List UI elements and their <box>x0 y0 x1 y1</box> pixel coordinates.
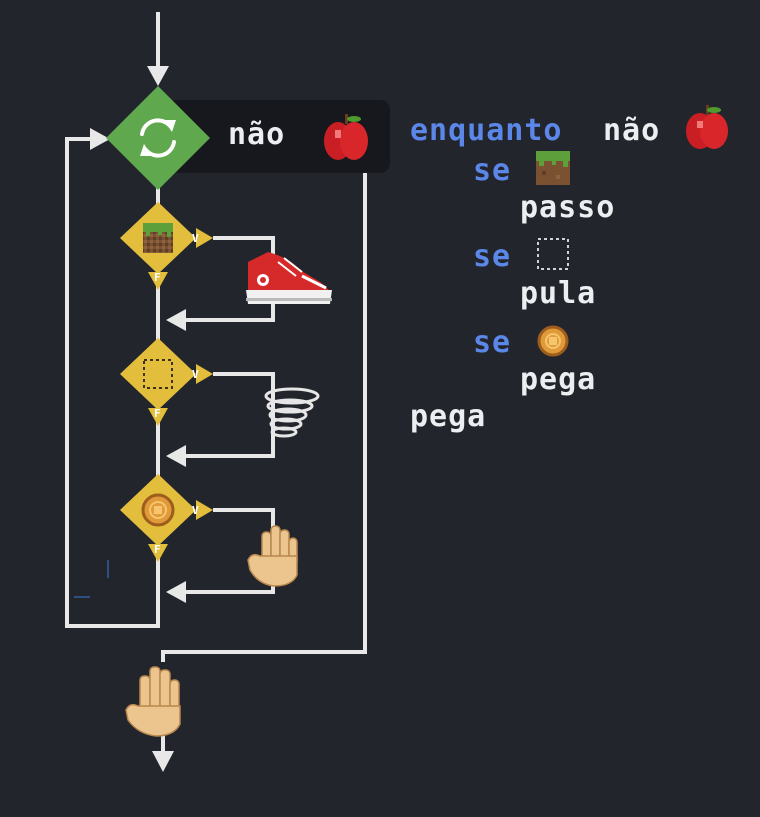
decision-diamond-grass[interactable] <box>120 202 213 290</box>
loop-condition-label: não <box>228 117 286 152</box>
coin-icon <box>537 325 569 357</box>
if3-return-arrowhead <box>166 581 186 603</box>
hand-icon <box>247 525 298 587</box>
code-action-jump: pula <box>520 276 597 311</box>
code-if-keyword: se <box>473 239 512 274</box>
loop-back-line <box>65 137 160 628</box>
hand-icon <box>125 666 181 737</box>
false-branch-label: F <box>154 407 161 420</box>
code-if-keyword: se <box>473 325 512 360</box>
loop-exit-line <box>161 170 367 662</box>
code-while-condition: não <box>603 113 661 148</box>
decision-diamond-coin[interactable] <box>120 474 213 562</box>
false-branch-label: F <box>154 543 161 556</box>
apple-icon <box>686 105 728 149</box>
true-branch-label: V <box>192 368 199 381</box>
if1-return-arrowhead <box>166 309 186 331</box>
loop-diamond[interactable] <box>106 86 210 190</box>
apple-icon <box>324 114 368 160</box>
loop-back-arrowhead <box>90 128 110 150</box>
code-action-grab: pega <box>520 362 597 397</box>
code-final-action: pega <box>410 399 487 434</box>
true-branch-label: V <box>192 504 199 517</box>
coin-icon <box>141 493 175 527</box>
empty-tile-icon <box>537 238 569 270</box>
spring-icon <box>264 387 320 438</box>
true-branch-label: V <box>192 232 199 245</box>
grass-block-icon <box>143 223 173 253</box>
code-if-keyword: se <box>473 153 512 188</box>
code-while-keyword: enquanto <box>410 113 563 148</box>
empty-tile-icon <box>143 359 173 389</box>
false-branch-label: F <box>154 271 161 284</box>
exit-arrowhead <box>152 751 174 772</box>
if2-true-branch <box>184 372 275 458</box>
if2-return-arrowhead <box>166 445 186 467</box>
sneaker-icon <box>246 252 332 304</box>
refresh-icon <box>140 118 176 158</box>
decision-diamond-empty[interactable] <box>120 338 213 426</box>
entry-arrowhead <box>147 66 169 86</box>
code-action-step: passo <box>520 190 616 225</box>
grass-block-icon <box>536 151 570 185</box>
arrowheads <box>90 66 186 772</box>
